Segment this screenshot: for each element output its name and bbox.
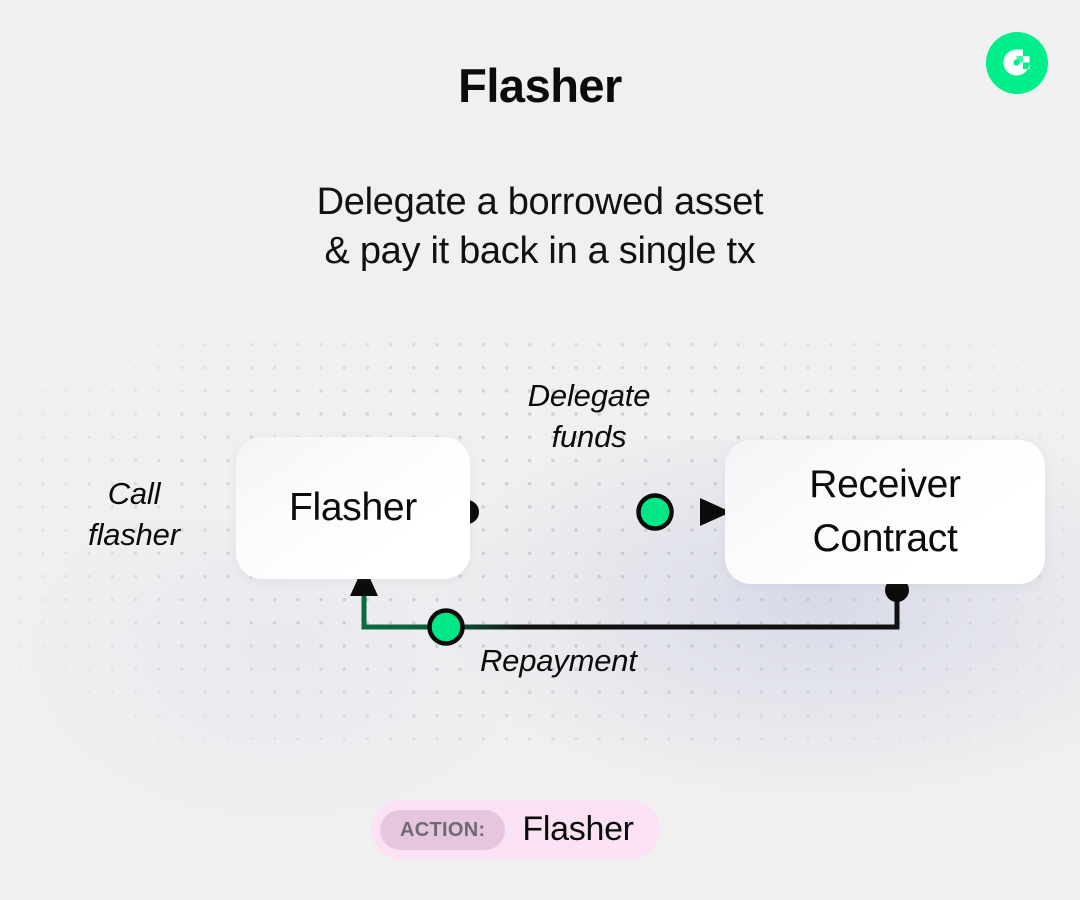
edge-label-delegate-funds: Delegate funds xyxy=(527,378,651,455)
action-badge-tag: ACTION: xyxy=(380,809,506,850)
page-title: Flasher xyxy=(458,59,622,112)
flow-logo-icon xyxy=(986,32,1048,94)
action-badge-value: Flasher xyxy=(522,810,634,848)
node-flasher[interactable]: Flasher xyxy=(236,437,470,579)
action-badge[interactable]: ACTION: Flasher xyxy=(371,800,660,859)
page-subtitle: Delegate a borrowed asset & pay it back … xyxy=(316,181,764,273)
edge-label-repayment: Repayment xyxy=(480,643,637,678)
node-receiver-contract[interactable]: Receiver Contract xyxy=(725,440,1045,584)
edge-label-call-flasher: Call flasher xyxy=(88,476,180,553)
